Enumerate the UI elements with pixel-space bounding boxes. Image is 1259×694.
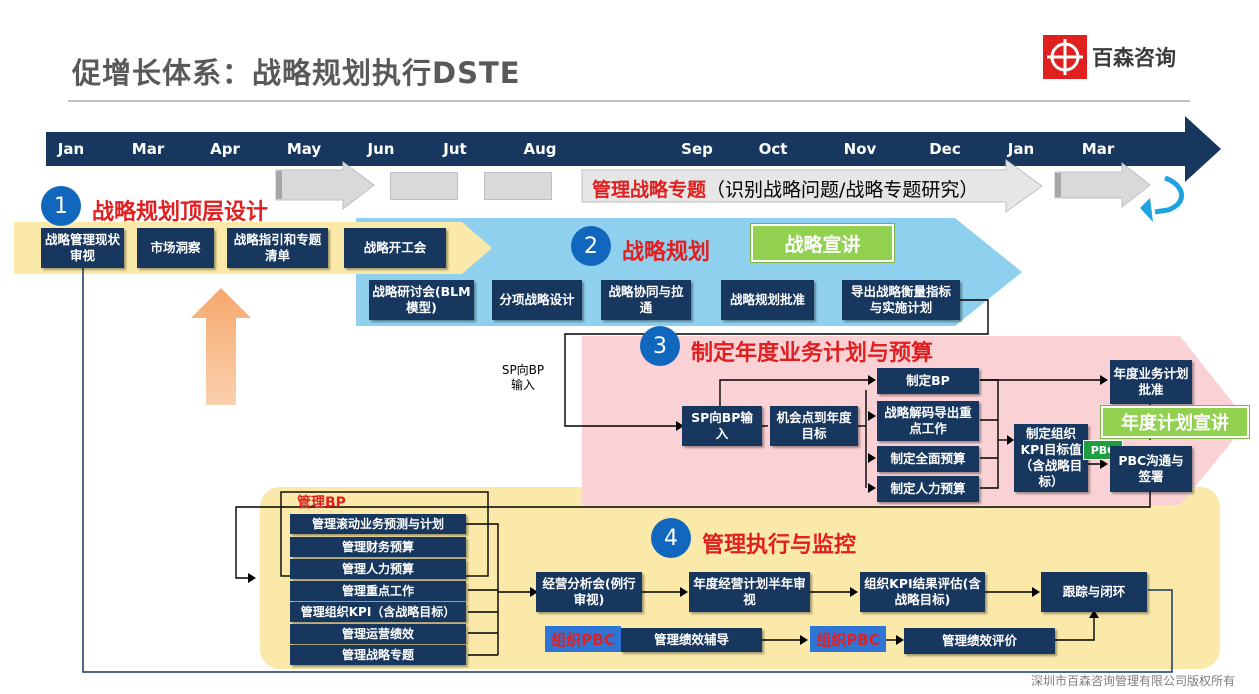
annual-plan-announce-label: 年度计划宣讲: [1100, 405, 1250, 439]
s4-box-perf-coaching: 管理绩效辅导: [621, 628, 762, 652]
month-label: May: [286, 140, 322, 158]
manage-bp-label: 管理BP: [297, 495, 346, 511]
logo-text: 百森咨询: [1092, 46, 1176, 70]
s4-box-track-close: 跟踪与闭环: [1041, 572, 1147, 612]
return-curve-head: [1140, 198, 1153, 222]
month-label: Apr: [210, 140, 240, 158]
s4-box-kpi-evaluation: 组织KPI结果评估(含战略目标): [860, 572, 985, 612]
s4-box-key-work: 管理重点工作: [290, 581, 466, 601]
month-label: Dec: [929, 140, 961, 158]
month-label: Mar: [1081, 140, 1115, 158]
s4-box-org-kpi: 管理组织KPI（含战略目标）: [290, 602, 466, 622]
s2-box-workshop: 战略研讨会(BLM模型): [369, 280, 474, 320]
section1-number: 1: [41, 186, 81, 226]
s4-box-hr-budget: 管理人力预算: [290, 559, 466, 579]
s3-box-opportunity: 机会点到年度目标: [770, 406, 858, 446]
s1-box-status-review: 战略管理现状审视: [41, 228, 124, 268]
s3-box-make-bp: 制定BP: [877, 368, 979, 394]
s1-box-kickoff: 战略开工会: [344, 228, 446, 268]
month-label: Sep: [681, 140, 713, 158]
return-curve-arrow: [1154, 175, 1184, 215]
org-pbc-tag-1: 组织PBC: [545, 626, 621, 652]
s3-box-plan-approve: 年度业务计划批准: [1110, 360, 1192, 404]
title-divider: [68, 100, 1190, 102]
connector-line: [564, 299, 989, 427]
s3-box-budget: 制定全面预算: [877, 446, 979, 472]
s4-box-finance-budget: 管理财务预算: [290, 537, 466, 557]
month-label: Jan: [1007, 140, 1035, 158]
strategy-topic-title: 管理战略专题: [592, 179, 707, 201]
loop-line: [82, 268, 1173, 673]
month-label: Jun: [367, 140, 395, 158]
month-label: Jan: [57, 140, 85, 158]
section4-number: 4: [651, 518, 691, 558]
strategy-announce-label: 战略宣讲: [750, 223, 895, 263]
page-title: 促增长体系：战略规划执行DSTE: [72, 56, 521, 90]
strategy-topic: 管理战略专题（识别战略问题/战略专题研究）: [592, 175, 978, 202]
s2-box-synergy: 战略协同与拉通: [601, 280, 691, 320]
month-label: Aug: [523, 140, 557, 158]
month-label: Mar: [131, 140, 165, 158]
crosshair-logo-icon: [1043, 35, 1087, 79]
section3-number: 3: [640, 326, 680, 366]
gray-timeline-strip: [1055, 173, 1061, 197]
section2-title: 战略规划: [622, 240, 711, 265]
s4-box-rolling-forecast: 管理滚动业务预测与计划: [290, 514, 466, 534]
s3-box-org-kpi: 制定组织KPI目标值（含战略目标）: [1014, 424, 1088, 492]
gray-timeline-strip: [276, 171, 282, 199]
s4-box-perf-evaluation: 管理绩效评价: [904, 628, 1055, 654]
s4-box-business-review: 经营分析会(例行审视): [536, 572, 642, 612]
section2-number: 2: [571, 226, 611, 266]
section4-title: 管理执行与监控: [702, 533, 857, 558]
s3-box-pbc-sign: PBC沟通与签署: [1110, 446, 1192, 492]
s1-box-market-insight: 市场洞察: [137, 228, 214, 268]
s1-box-guidance: 战略指引和专题清单: [227, 228, 328, 268]
timeline-arrow: [46, 116, 1221, 182]
month-label: Nov: [843, 140, 877, 158]
s3-box-sp-bp: SP向BP输入: [682, 406, 762, 446]
gray-timeline-box: [390, 172, 458, 200]
s2-box-approval: 战略规划批准: [721, 280, 814, 320]
s4-box-ops-performance: 管理运营绩效: [290, 624, 466, 644]
s3-box-decode: 战略解码导出重点工作: [877, 401, 979, 441]
s4-box-strategy-topic: 管理战略专题: [290, 645, 466, 665]
s2-box-metrics: 导出战略衡量指标与实施计划: [842, 280, 960, 320]
gray-arrow-1: [275, 161, 375, 211]
s2-box-sub-strategy: 分项战略设计: [492, 280, 582, 320]
copyright-text: 深圳市百森咨询管理有限公司版权所有: [1030, 674, 1235, 688]
month-label: Oct: [758, 140, 788, 158]
orange-up-arrow: [191, 288, 251, 405]
gray-timeline-box: [484, 172, 552, 200]
s3-box-hr-budget: 制定人力预算: [877, 476, 979, 502]
strategy-topic-desc: （识别战略问题/战略专题研究）: [706, 179, 979, 201]
gray-arrow-3: [1054, 161, 1151, 209]
s4-box-midyear-review: 年度经营计划半年审视: [689, 572, 810, 612]
gray-arrow-2: [581, 159, 1043, 213]
section1-title: 战略规划顶层设计: [92, 200, 269, 225]
section3-title: 制定年度业务计划与预算: [691, 341, 934, 366]
org-pbc-tag-2: 组织PBC: [810, 626, 886, 652]
month-label: Jut: [443, 140, 467, 158]
sp-to-bp-note: SP向BP输入: [501, 363, 545, 392]
